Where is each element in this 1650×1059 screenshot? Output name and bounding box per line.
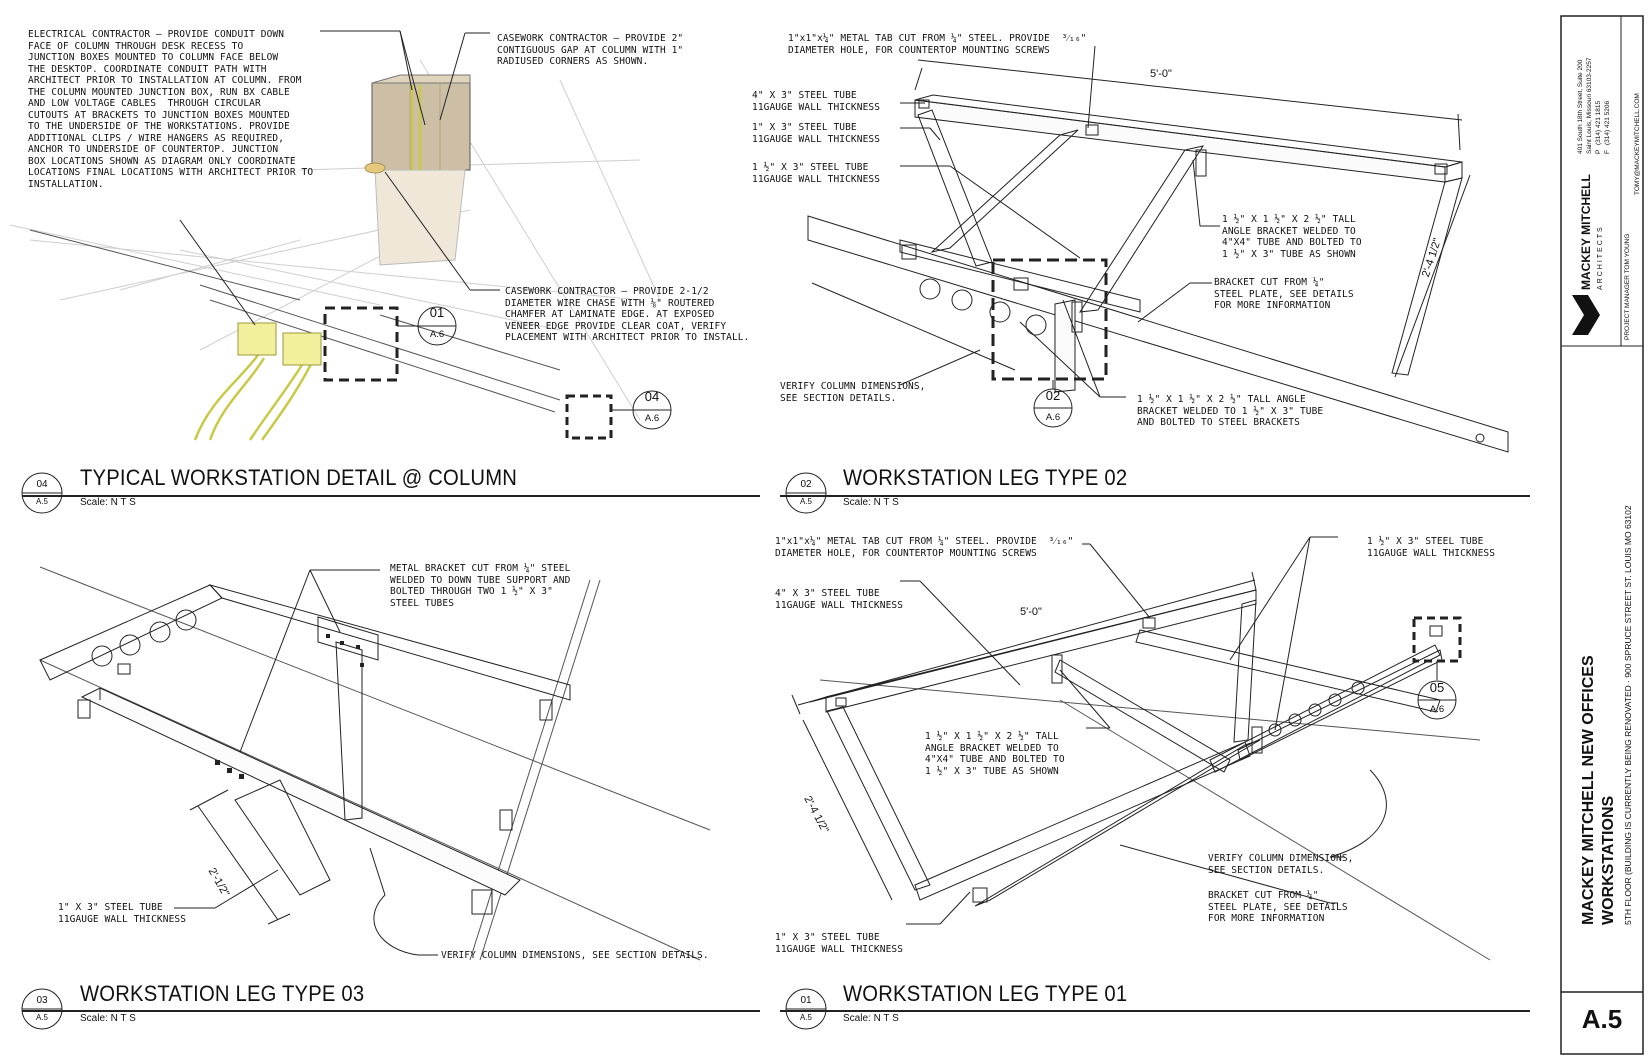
detail-02-note-metal-tab: 1"x1"x¼" METAL TAB CUT FROM ¼" STEEL. PR… (788, 33, 1087, 56)
detail-04-scale: Scale: N T S (80, 497, 136, 508)
detail-01-scale: Scale: N T S (843, 1013, 899, 1024)
detail-03-note-metal-bracket: METAL BRACKET CUT FROM ¼" STEEL WELDED T… (390, 563, 571, 609)
title-block-phone: (314) 421 1815 (1595, 100, 1602, 145)
detail-03-note-verify-column: VERIFY COLUMN DIMENSIONS, SEE SECTION DE… (441, 950, 709, 961)
detail-04-ref-01-sheet[interactable]: A.6 (429, 329, 445, 340)
detail-01-linework (791, 536, 1491, 961)
detail-01-number: 01 (800, 995, 812, 1006)
detail-02-linework (807, 45, 1509, 453)
detail-02-note-bracket-plate: BRACKET CUT FROM ¼" STEEL PLATE, SEE DET… (1214, 277, 1354, 311)
detail-01-note-1-5x3-tube: 1 ½" X 3" STEEL TUBE 11GAUGE WALL THICKN… (1367, 536, 1496, 559)
detail-04-linework (9, 30, 672, 441)
title-block-project-manager: PROJECT MANAGER TOM YOUNG (1624, 233, 1631, 340)
detail-01-note-1x3-tube: 1" X 3" STEEL TUBE 11GAUGE WALL THICKNES… (775, 932, 904, 955)
title-block-frame (1560, 15, 1644, 1055)
detail-01-ref-05-number[interactable]: 05 (1429, 680, 1445, 695)
project-title: MACKEY MITCHELL NEW OFFICES (1580, 655, 1597, 925)
detail-02-scale: Scale: N T S (843, 497, 899, 508)
detail-01-note-verify-column: VERIFY COLUMN DIMENSIONS, SEE SECTION DE… (1208, 853, 1354, 876)
detail-02-note-verify-column: VERIFY COLUMN DIMENSIONS, SEE SECTION DE… (780, 381, 926, 404)
detail-04-sheet: A.5 (35, 497, 48, 506)
detail-03-sheet: A.5 (35, 1013, 48, 1022)
detail-02-note-angle-bracket-steel: 1 ½" X 1 ½" X 2 ½" TALL ANGLE BRACKET WE… (1137, 394, 1324, 428)
title-block-firm-name: MACKEY MITCHELL (1579, 174, 1593, 290)
detail-04-ref-04-sheet[interactable]: A.6 (644, 413, 660, 424)
title-block-fax-label: F (1604, 150, 1611, 154)
detail-01-ref-05-sheet[interactable]: A.6 (1429, 704, 1445, 715)
detail-04-note-casework-gap: CASEWORK CONTRACTOR – PROVIDE 2" CONTIGU… (497, 33, 684, 67)
detail-02-note-1x3-tube: 1" X 3" STEEL TUBE 11GAUGE WALL THICKNES… (752, 122, 881, 145)
firm-logo-icon (1572, 295, 1600, 335)
detail-03-title: WORKSTATION LEG TYPE 03 (80, 981, 365, 1006)
detail-03-note-1x3-tube: 1" X 3" STEEL TUBE 11GAUGE WALL THICKNES… (58, 902, 187, 925)
detail-04-note-casework-chase: CASEWORK CONTRACTOR – PROVIDE 2-1/2 DIAM… (505, 286, 750, 343)
detail-04-ref-01-number[interactable]: 01 (429, 305, 445, 320)
detail-01-sheet: A.5 (799, 1013, 812, 1022)
detail-01-note-4x3-tube: 4" X 3" STEEL TUBE 11GAUGE WALL THICKNES… (775, 588, 904, 611)
detail-03-linework (39, 566, 711, 961)
detail-01-note-bracket-plate: BRACKET CUT FROM ¼" STEEL PLATE, SEE DET… (1208, 890, 1348, 924)
detail-01-title: WORKSTATION LEG TYPE 01 (843, 981, 1128, 1006)
detail-02-number: 02 (800, 479, 812, 490)
detail-01-note-angle-bracket: 1 ½" X 1 ½" X 2 ½" TALL ANGLE BRACKET WE… (925, 731, 1065, 777)
detail-04-ref-04-number[interactable]: 04 (644, 389, 660, 404)
detail-02-ref-02-sheet[interactable]: A.6 (1045, 412, 1061, 423)
detail-02-sheet: A.5 (799, 497, 812, 506)
title-block-email: TOMY@MACKEYMITCHELL.COM (1634, 93, 1641, 195)
detail-02-title: WORKSTATION LEG TYPE 02 (843, 465, 1128, 490)
detail-04-note-electrical: ELECTRICAL CONTRACTOR – PROVIDE CONDUIT … (28, 29, 314, 190)
detail-02-note-4x3-tube: 4" X 3" STEEL TUBE 11GAUGE WALL THICKNES… (752, 90, 881, 113)
sheet-number: A.5 (1581, 1004, 1623, 1034)
detail-02-ref-02-number[interactable]: 02 (1045, 388, 1061, 403)
detail-03-scale: Scale: N T S (80, 1013, 136, 1024)
detail-01-note-metal-tab: 1"x1"x¼" METAL TAB CUT FROM ¼" STEEL. PR… (775, 536, 1074, 559)
detail-04-number: 04 (36, 479, 48, 490)
detail-02-note-angle-bracket: 1 ½" X 1 ½" X 2 ½" TALL ANGLE BRACKET WE… (1222, 214, 1362, 260)
title-block-phone-label: P (1595, 149, 1602, 154)
project-location: 5TH FLOOR (BUILDING IS CURRENTLY BEING R… (1623, 505, 1633, 925)
title-bars (21, 472, 1530, 1030)
title-block-address-line-1: 401 South 18th Street, Suite 200 (1577, 59, 1584, 154)
detail-04-title: TYPICAL WORKSTATION DETAIL @ COLUMN (80, 465, 518, 490)
title-block-address-line-2: Saint Louis, Missouri 63103-2257 (1586, 57, 1593, 154)
project-subtitle: WORKSTATIONS (1600, 795, 1617, 925)
title-block-firm-subtitle: ARCHITECTS (1597, 225, 1604, 290)
detail-03-number: 03 (36, 995, 48, 1006)
detail-02-note-1-5x3-tube: 1 ½" X 3" STEEL TUBE 11GAUGE WALL THICKN… (752, 162, 881, 185)
title-block-fax: (314) 421 5206 (1604, 100, 1611, 145)
detail-01-dim-length: 5'-0" (1020, 606, 1042, 618)
detail-02-dim-length: 5'-0" (1150, 68, 1172, 80)
